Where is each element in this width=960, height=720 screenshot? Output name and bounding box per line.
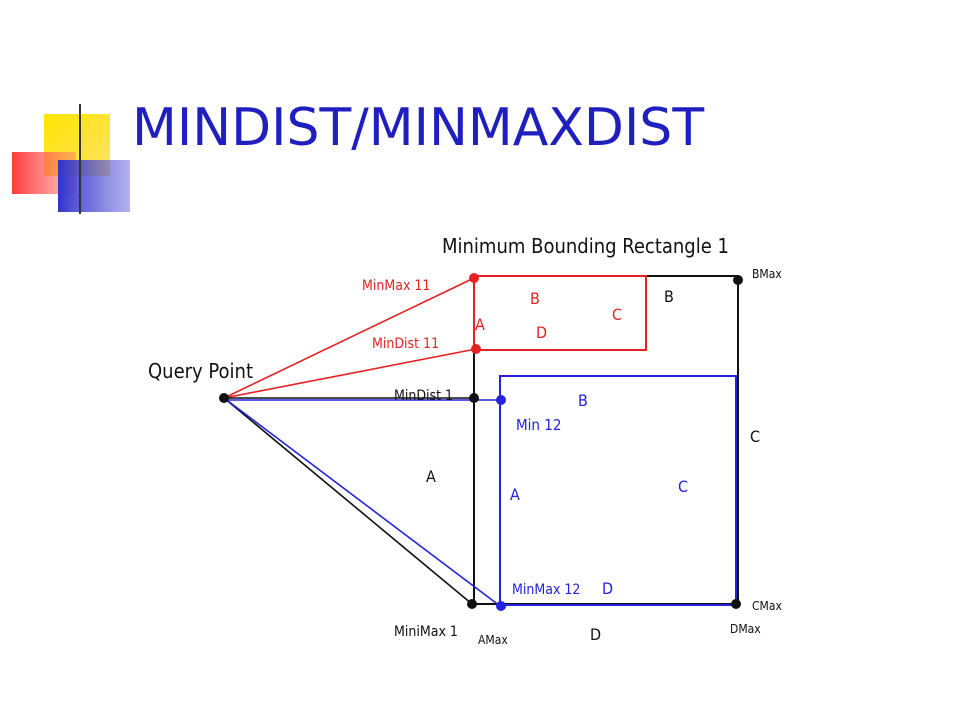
minmax12-dot (496, 601, 506, 611)
slide-title: MINDIST/MINMAXDIST (132, 98, 705, 158)
amax-label: AMax (478, 633, 508, 647)
mindist1-dot (469, 393, 479, 403)
black-distance-lines (223, 397, 474, 605)
minmax12-label: MinMax 12 (512, 582, 580, 598)
black-rectangle (473, 275, 739, 605)
mbr-title: Minimum Bounding Rectangle 1 (442, 234, 729, 258)
blue-side-a: A (510, 485, 520, 504)
minmax11-dot (469, 273, 479, 283)
minmax11-label: MinMax 11 (362, 278, 430, 294)
blue-side-b: B (578, 391, 588, 410)
bmax-dot (733, 275, 743, 285)
blue-side-c: C (678, 477, 688, 496)
mindist1-label: MinDist 1 (394, 388, 453, 404)
red-distance-lines (223, 277, 477, 399)
black-side-a: A (426, 467, 436, 486)
blue-side-d: D (602, 579, 613, 598)
cmax-label: CMax (752, 599, 782, 613)
blue-distance-lines (223, 397, 501, 607)
mindist11-dot (471, 344, 481, 354)
red-side-d: D (536, 323, 547, 342)
min12-dot (496, 395, 506, 405)
query-point-label: Query Point (148, 359, 253, 383)
min12-label: Min 12 (516, 416, 561, 434)
mindist11-label: MinDist 11 (372, 336, 439, 352)
red-side-b: B (530, 289, 540, 308)
minimax1-dot (467, 599, 477, 609)
black-side-d: D (590, 625, 601, 644)
query-point-dot (219, 393, 229, 403)
minimax1-label: MiniMax 1 (394, 624, 458, 640)
red-side-a: A (475, 315, 485, 334)
red-side-c: C (612, 305, 622, 324)
dmax-label: DMax (730, 622, 761, 636)
blue-rectangle (499, 375, 737, 606)
black-side-c: C (750, 427, 760, 446)
cmax-dot (731, 599, 741, 609)
bmax-label: BMax (752, 267, 782, 281)
red-rectangle (473, 275, 647, 351)
black-side-b: B (664, 287, 674, 306)
